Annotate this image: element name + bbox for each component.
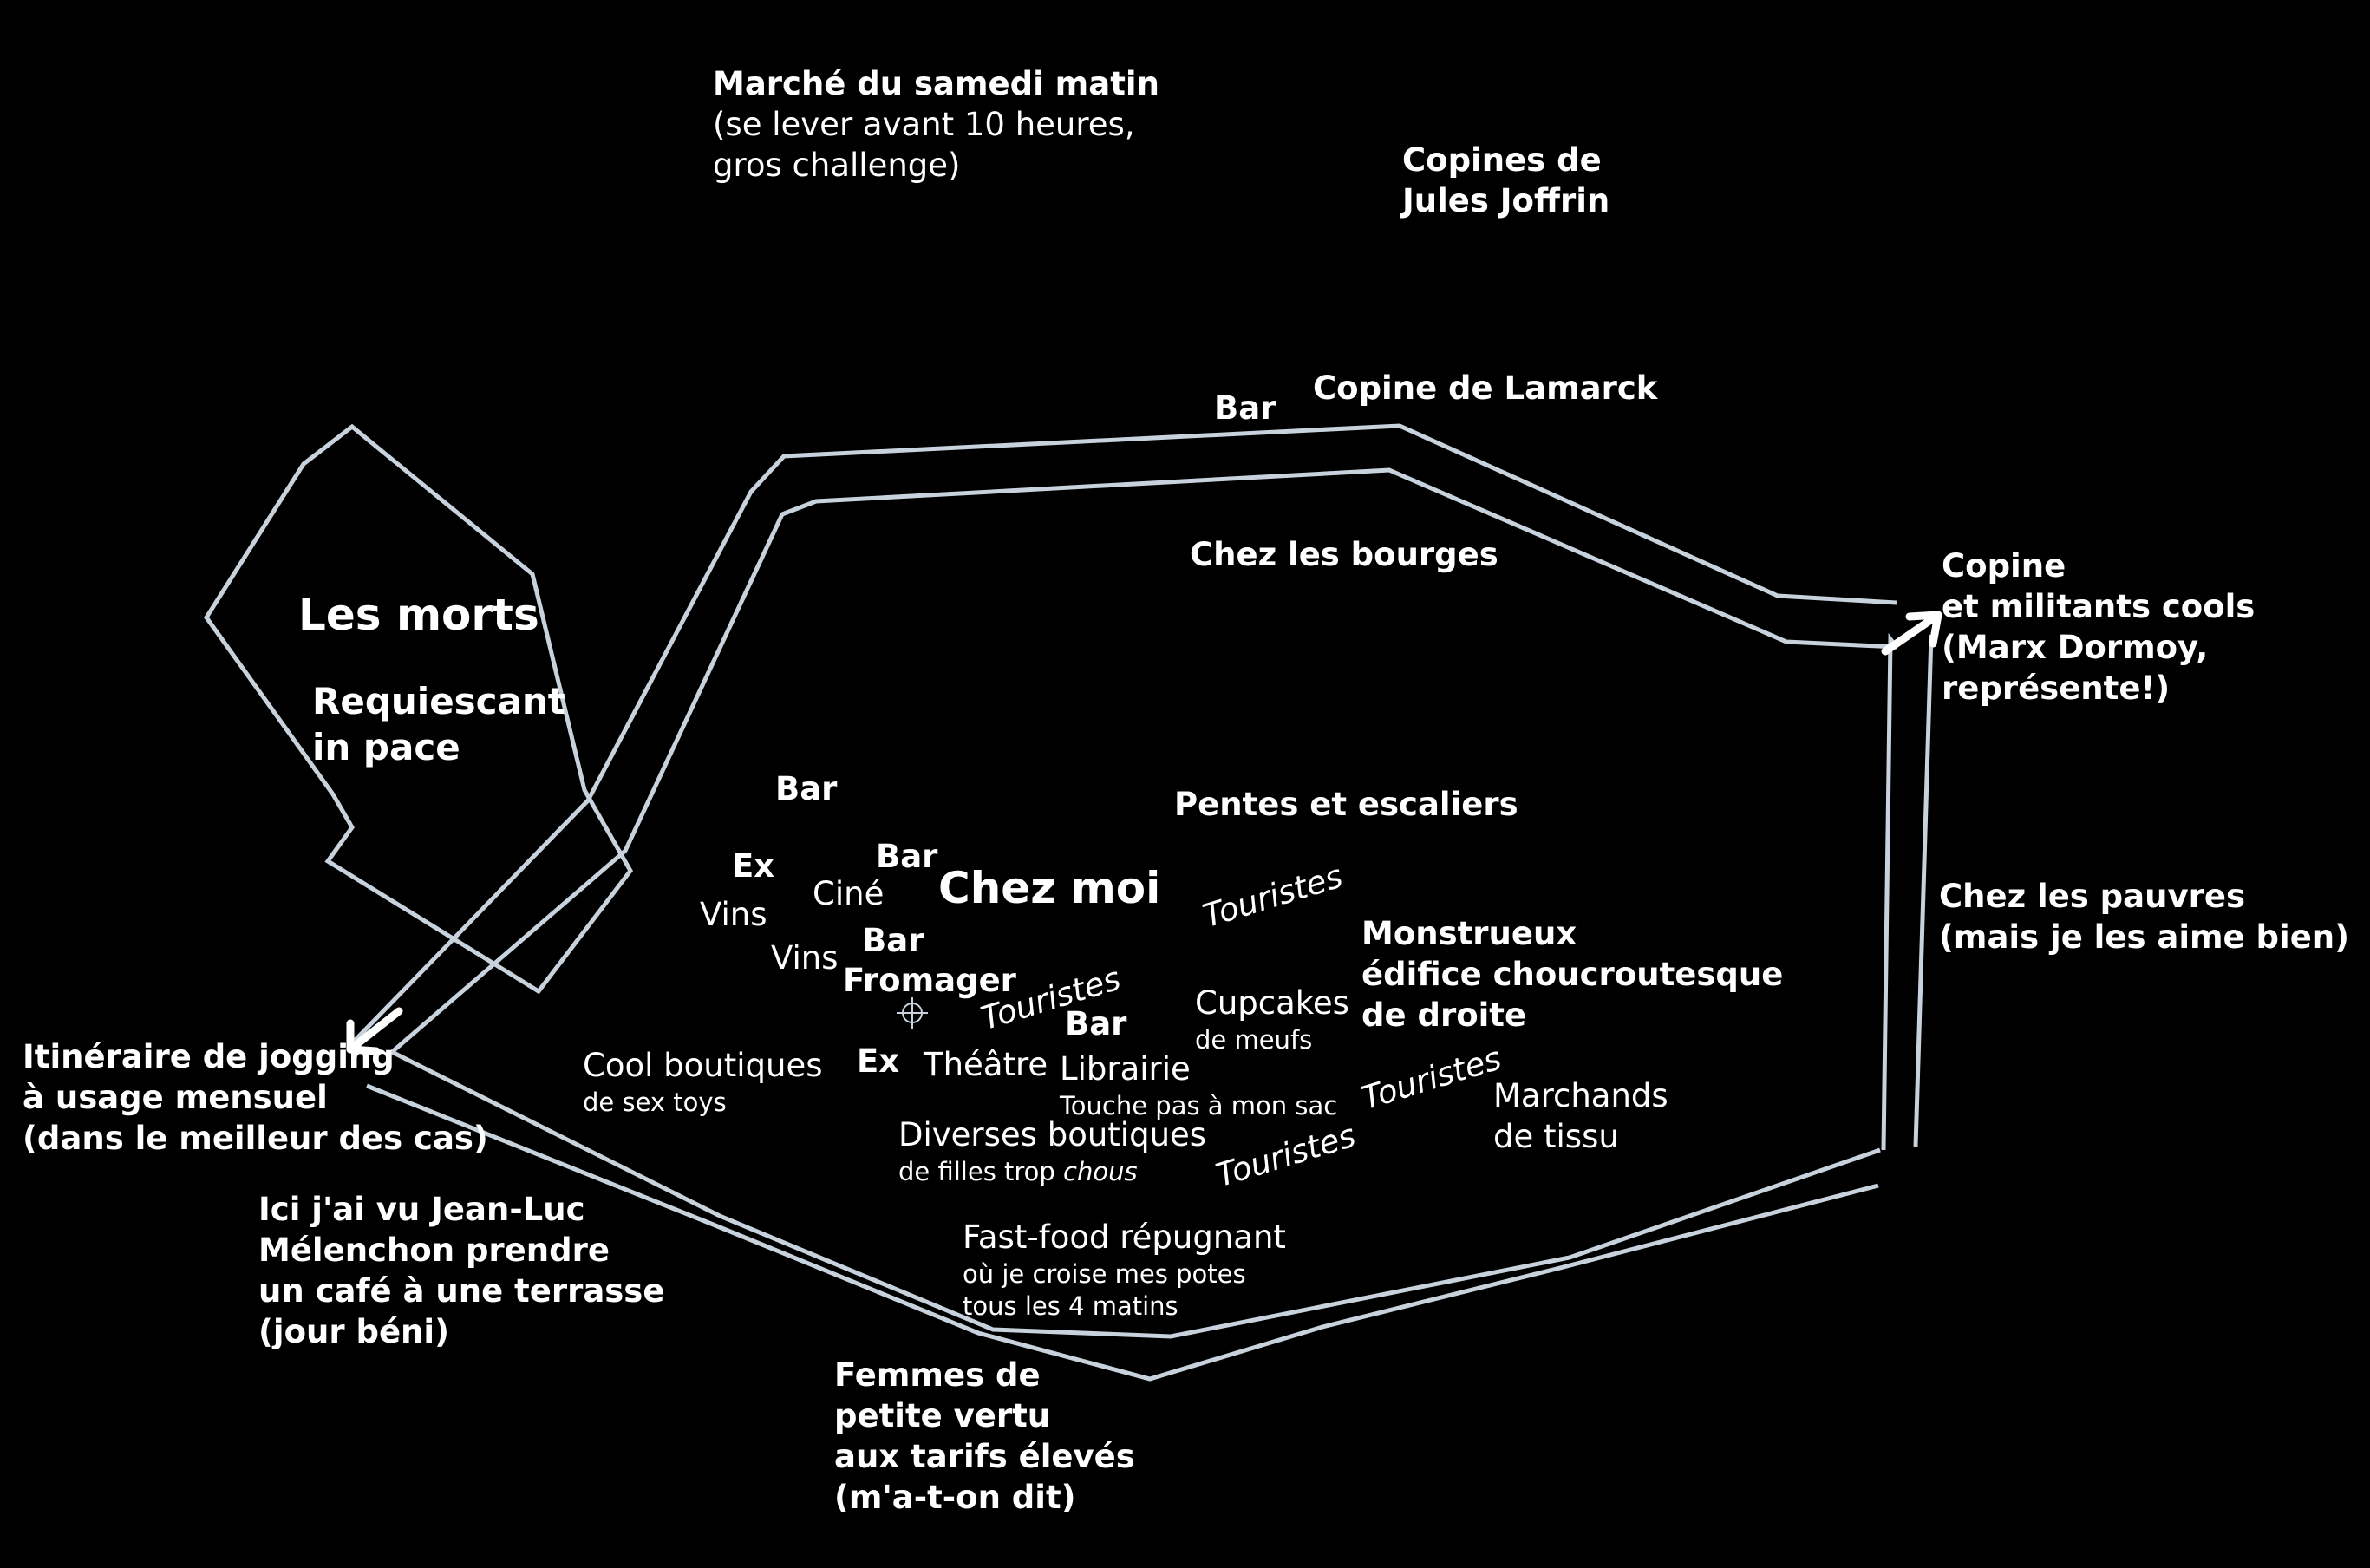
diverses-sub: de filles trop chous	[898, 1156, 1206, 1188]
route-bottom-line-1	[390, 1049, 1881, 1339]
cool-boutiques-sub: de sex toys	[583, 1087, 727, 1117]
route-right-line-1	[1881, 632, 1898, 1151]
chez-les-bourges-label: Chez les bourges	[1190, 536, 1498, 573]
bar-label-3: Bar	[862, 922, 924, 959]
marchands-tissu-label: Marchands de tissu	[1493, 1076, 1668, 1158]
marchands-line-1: Marchands	[1493, 1077, 1668, 1114]
femmes-line-2: petite vertu	[834, 1396, 1051, 1434]
market-note-1: (se lever avant 10 heures,	[713, 105, 1135, 143]
diverses-boutiques-label: Diverses boutiques de filles trop chous	[898, 1115, 1206, 1188]
bar-top-label: Bar	[1214, 389, 1276, 427]
melenchon-line-2: Mélenchon prendre	[258, 1231, 610, 1269]
requiescant-line-1: Requiescant	[312, 680, 565, 722]
copine-md-line-3: (Marx Dormoy,	[1942, 628, 2209, 666]
jogging-line-2: à usage mensuel	[23, 1078, 328, 1116]
monstrueux-line-2: édifice choucroutesque	[1361, 955, 1784, 993]
copine-md-line-2: et militants cools	[1942, 587, 2256, 625]
requiescant-label: Requiescant in pace	[312, 678, 565, 771]
diverses-main: Diverses boutiques	[898, 1116, 1207, 1153]
requiescant-line-2: in pace	[312, 726, 460, 769]
librairie-sub: Touche pas à mon sac	[1060, 1090, 1338, 1120]
cool-boutiques-main: Cool boutiques	[583, 1047, 823, 1084]
diverses-sub-italic: chous	[1063, 1156, 1138, 1186]
arrow-icon	[1881, 611, 1942, 656]
vins-label-1: Vins	[700, 896, 767, 933]
cine-label: Ciné	[813, 875, 885, 912]
femmes-line-3: aux tarifs élevés	[834, 1437, 1135, 1475]
fast-food-label: Fast-food répugnant où je croise mes pot…	[963, 1218, 1286, 1323]
fast-food-sub-1: où je croise mes potes	[963, 1258, 1246, 1289]
fast-food-main: Fast-food répugnant	[963, 1218, 1286, 1256]
ex-label-1: Ex	[732, 847, 775, 885]
melenchon-line-3: un café à une terrasse	[258, 1271, 665, 1310]
theatre-label: Théâtre	[924, 1046, 1048, 1083]
cupcakes-sub: de meufs	[1195, 1024, 1313, 1055]
copines-jj-line-2: Jules Joffrin	[1402, 181, 1610, 219]
femmes-line-4: (m'a-t-on dit)	[834, 1478, 1076, 1516]
bar-label-2: Bar	[876, 838, 938, 875]
diverses-sub-text: de filles trop	[898, 1156, 1064, 1186]
femmes-line-1: Femmes de	[834, 1356, 1041, 1394]
copine-marx-dormoy-label: Copine et militants cools (Marx Dormoy, …	[1942, 546, 2255, 709]
monstrueux-line-3: de droite	[1361, 996, 1527, 1034]
vins-label-2: Vins	[771, 939, 839, 977]
les-morts-label: Les morts	[298, 590, 539, 640]
market-label: Marché du samedi matin (se lever avant 1…	[713, 64, 1159, 186]
chez-moi-label: Chez moi	[938, 863, 1161, 913]
cemetery-outline	[203, 423, 633, 995]
pentes-escaliers-label: Pentes et escaliers	[1174, 786, 1518, 823]
route-bottom-line-2	[366, 1083, 1879, 1382]
jogging-line-1: Itinéraire de jogging	[23, 1038, 395, 1075]
fromager-label: Fromager	[843, 962, 1016, 999]
femmes-petite-vertu-label: Femmes de petite vertu aux tarifs élevés…	[834, 1356, 1135, 1519]
monstrueux-line-1: Monstrueux	[1361, 915, 1577, 952]
route-right-line-2	[1913, 634, 1934, 1147]
melenchon-label: Ici j'ai vu Jean-Luc Mélenchon prendre u…	[258, 1190, 664, 1353]
chez-les-pauvres-label: Chez les pauvres (mais je les aime bien)	[1939, 877, 2349, 958]
melenchon-line-4: (jour béni)	[258, 1312, 449, 1350]
monstrueux-edifice-label: Monstrueux édifice choucroutesque de dro…	[1361, 914, 1783, 1036]
jogging-line-3: (dans le meilleur des cas)	[23, 1119, 488, 1157]
melenchon-line-1: Ici j'ai vu Jean-Luc	[258, 1191, 585, 1228]
cupcakes-label: Cupcakes de meufs	[1195, 983, 1349, 1056]
copines-jules-joffrin-label: Copines de Jules Joffrin	[1402, 140, 1609, 222]
librairie-main: Librairie	[1060, 1050, 1191, 1088]
copines-jj-line-1: Copines de	[1402, 141, 1602, 179]
market-note-2: gros challenge)	[713, 146, 961, 184]
copine-lamarck-label: Copine de Lamarck	[1313, 369, 1658, 407]
pauvres-line-2: (mais je les aime bien)	[1939, 918, 2350, 956]
crosshair-icon	[897, 997, 928, 1029]
cupcakes-main: Cupcakes	[1195, 984, 1349, 1022]
marchands-line-2: de tissu	[1493, 1117, 1619, 1155]
market-title: Marché du samedi matin	[713, 65, 1159, 102]
pauvres-line-1: Chez les pauvres	[1939, 878, 2245, 915]
arrow-icon	[346, 1007, 403, 1055]
fast-food-sub-2: tous les 4 matins	[963, 1290, 1178, 1321]
route-inner-line	[390, 467, 1897, 1054]
copine-md-line-1: Copine	[1942, 547, 2066, 585]
route-outer-line	[349, 423, 1897, 1047]
jogging-route-label: Itinéraire de jogging à usage mensuel (d…	[23, 1037, 488, 1160]
librairie-label: Librairie Touche pas à mon sac	[1060, 1049, 1337, 1122]
ex-label-2: Ex	[857, 1042, 900, 1080]
bar-label-1: Bar	[775, 770, 838, 807]
copine-md-line-4: représente!)	[1942, 669, 2171, 707]
bar-label-4: Bar	[1065, 1005, 1127, 1042]
cool-boutiques-label: Cool boutiques de sex toys	[583, 1046, 823, 1119]
